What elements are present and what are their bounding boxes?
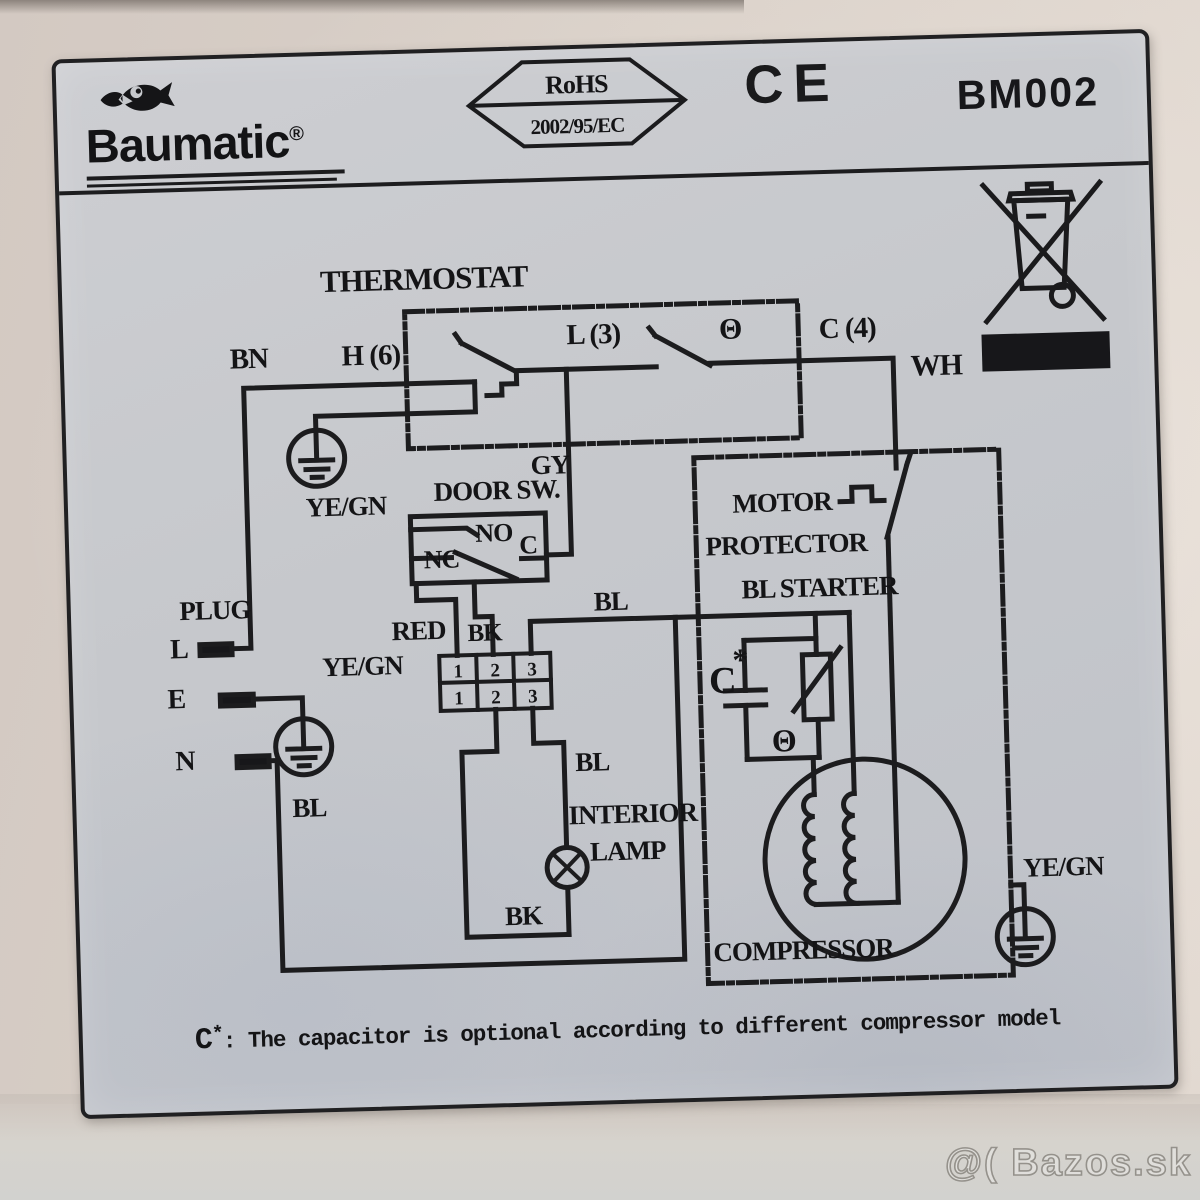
plug-e-label: E <box>167 684 186 715</box>
thermostat-heater-contact <box>484 371 520 399</box>
earth-ground-icon <box>994 906 1056 968</box>
wire-wh <box>707 355 899 471</box>
wire-e-earth <box>250 695 306 722</box>
brand-logo: Baumatic® <box>80 66 383 188</box>
wire-red <box>413 580 460 659</box>
h6-label: H (6) <box>341 339 401 373</box>
winding-left <box>801 791 820 907</box>
door-switch-nc-contact <box>408 554 455 562</box>
c4-label: C (4) <box>818 312 876 346</box>
appliance-surface <box>0 1104 1200 1200</box>
ptc-starter <box>799 651 835 723</box>
wh-label: WH <box>910 348 963 382</box>
protector-blade <box>884 449 914 541</box>
cstar-sup: * <box>732 641 748 677</box>
earth-ground-icon <box>273 716 335 778</box>
plug-n-label: N <box>175 746 196 778</box>
terminal-2-top: 2 <box>490 660 500 681</box>
motor-label: MOTOR <box>732 486 834 519</box>
door-switch-no-contact <box>408 525 481 539</box>
terminal-1-top: 1 <box>453 661 463 682</box>
wire-protector-to-common <box>885 534 901 905</box>
rohs-badge: RoHS 2002/95/EC <box>465 57 689 149</box>
rating-label-plate: Baumatic® RoHS 2002/95/EC CE BM002 <box>51 28 1179 1120</box>
yegn3-label: YE/GN <box>1023 850 1106 882</box>
watermark: @( Bazos.sk <box>944 1141 1192 1185</box>
theta-starter-label: Θ <box>771 722 796 759</box>
ptc-leads <box>813 635 822 760</box>
thermostat-label: THERMOSTAT <box>319 258 529 299</box>
wire-earth1-branch <box>312 379 478 431</box>
door-switch-c-lead <box>518 555 550 562</box>
plug-terminal-n <box>234 753 272 771</box>
terminal-1-bottom: 1 <box>454 688 464 709</box>
l3-label: L (3) <box>566 318 621 351</box>
c-label: C <box>519 530 538 559</box>
wire-bl-bus <box>527 609 852 656</box>
footnote-star: * <box>211 1023 224 1047</box>
wire-chassis-earth <box>1008 882 1028 912</box>
cstar-label: C <box>708 660 736 703</box>
winding-common-bar <box>813 899 901 908</box>
terminal-2-bottom: 2 <box>491 687 501 708</box>
bl-neutral-label: BL <box>292 792 327 823</box>
thermostat-box <box>402 298 804 452</box>
yegn1-label: YE/GN <box>305 490 388 522</box>
compressor-label: COMPRESSOR <box>713 932 896 967</box>
fish-logo-icon <box>100 82 175 111</box>
lamp-label: LAMP <box>590 835 667 867</box>
thermostat-switch-blade-1 <box>451 330 520 376</box>
gy-label: GY <box>530 449 570 480</box>
lamp-icon <box>544 844 590 890</box>
bk-top-label: BK <box>467 619 503 647</box>
red-label: RED <box>391 615 446 647</box>
wire-lamp-left <box>459 706 572 940</box>
terminal-3-bottom: 3 <box>528 686 538 707</box>
plug-terminal-e <box>217 691 257 709</box>
ptc-diagonal <box>790 644 844 715</box>
protector-heater <box>837 484 887 505</box>
footnote-c: C <box>194 1023 213 1059</box>
protector-label: PROTECTOR <box>705 527 869 562</box>
bl-wire-label: BL <box>593 586 628 617</box>
yegn2-label: YE/GN <box>322 650 405 682</box>
rohs-directive: 2002/95/EC <box>530 113 624 140</box>
plug-l-label: L <box>170 634 189 665</box>
door-switch-blade <box>452 549 520 583</box>
compressor-motor-circle <box>762 756 968 962</box>
rohs-title: RoHS <box>545 69 609 100</box>
bk-bottom-label: BK <box>505 900 544 931</box>
wire-lamp-right <box>530 705 572 937</box>
plug-label: PLUG <box>179 594 252 626</box>
photo-top-shadow <box>0 0 744 14</box>
nc-label: NC <box>423 544 459 574</box>
wiring-diagram: THERMOSTAT BN H (6) L (3) Θ C (4) WH GY … <box>167 258 1106 987</box>
plug-terminal-l <box>197 641 235 659</box>
bn-label: BN <box>229 343 269 376</box>
earth-ground-icon <box>286 427 348 489</box>
door-sw-label: DOOR SW. <box>433 474 560 508</box>
winding-right <box>841 790 860 906</box>
no-label: NO <box>475 518 513 548</box>
compressor-unit-box <box>691 446 1016 987</box>
wire-neutral <box>266 614 688 973</box>
door-switch-box <box>407 510 550 587</box>
wire-main-feed <box>846 609 857 796</box>
wire-bk-top <box>471 579 496 658</box>
thermostat-switch-blade-2 <box>645 324 714 369</box>
weee-crossed-bin-icon <box>979 178 1107 326</box>
capacitor-leads <box>741 637 750 762</box>
capacitor-plates <box>722 687 769 709</box>
bl-starter-label: BL STARTER <box>741 570 899 604</box>
wire-bn <box>229 379 478 652</box>
wire-start-feed <box>741 610 819 643</box>
bl-lamp-label: BL <box>575 746 610 777</box>
wire-thermostat-mid <box>513 364 659 374</box>
wire-gy <box>543 366 574 558</box>
theta-label: Θ <box>719 312 742 346</box>
interior-label: INTERIOR <box>568 797 699 831</box>
terminal-3-top: 3 <box>527 659 537 680</box>
